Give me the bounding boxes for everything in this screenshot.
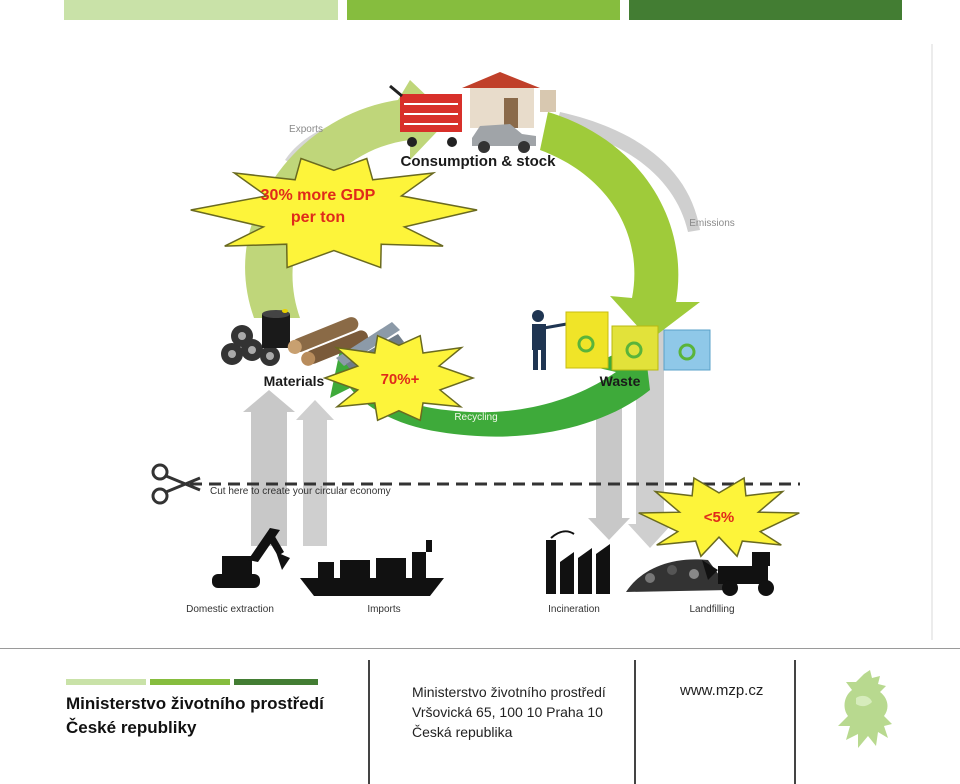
recycling-label: Recycling: [454, 412, 497, 423]
address-line3: Česká republika: [412, 724, 513, 740]
ministry-address: Ministerstvo životního prostředí Vršovic…: [412, 682, 606, 742]
landfill-rate-starburst: [638, 476, 800, 558]
incineration-label: Incineration: [548, 604, 600, 615]
footer-divider-1: [368, 660, 370, 784]
footer-divider-3: [794, 660, 796, 784]
landfill-rate-label: <5%: [704, 509, 734, 526]
footer-bar-light: [66, 679, 146, 685]
materials-label: Materials: [264, 373, 325, 389]
domestic-extraction-flow: [251, 410, 287, 546]
footer-divider-2: [634, 660, 636, 784]
imports-flow: [303, 418, 327, 546]
imports-label: Imports: [367, 604, 400, 615]
house-icon: [462, 72, 556, 128]
exports-label: Exports: [289, 124, 323, 135]
address-line2: Vršovická 65, 100 10 Praha 10: [412, 704, 603, 720]
gdp-burst-line2: per ton: [291, 209, 345, 226]
address-line1: Ministerstvo životního prostředí: [412, 684, 606, 700]
scissors-icon: [151, 463, 201, 505]
shopping-cart-icon: [389, 84, 462, 147]
upper-left-arc: [245, 80, 450, 318]
cut-line-label: Cut here to create your circular economy: [210, 486, 391, 497]
header-bar-light: [64, 0, 338, 20]
czech-lion-emblem-icon: [838, 670, 892, 748]
gdp-starburst: [190, 157, 478, 269]
gdp-burst-line1: 30% more GDP: [261, 187, 376, 204]
incineration-flow: [596, 400, 622, 520]
footer-bar-dark: [234, 679, 318, 685]
header-bar-mid: [347, 0, 620, 20]
landfill-icon: [626, 552, 774, 596]
car-icon: [472, 124, 536, 153]
recycling-rate-starburst: [322, 334, 476, 422]
consumption-to-waste-arc: [540, 112, 700, 340]
ministry-name: Ministerstvo životního prostředí České r…: [66, 692, 324, 740]
footer-separator: [0, 648, 960, 649]
landfilling-label: Landfilling: [689, 604, 734, 615]
domestic-extraction-label: Domestic extraction: [186, 604, 274, 615]
incineration-plant-icon: [546, 530, 610, 594]
waste-label: Waste: [600, 373, 641, 389]
ship-icon: [300, 540, 444, 596]
recycling-bins-icon: [565, 311, 711, 371]
circular-economy-diagram: Consumption & stock Exports Emissions 30…: [151, 44, 933, 640]
recycling-rate-label: 70%+: [381, 371, 420, 388]
consumption-stock-label: Consumption & stock: [400, 153, 556, 170]
header-bar-dark: [629, 0, 902, 20]
emissions-label: Emissions: [689, 218, 735, 229]
footer-bar-mid: [150, 679, 230, 685]
ministry-name-line1: Ministerstvo životního prostředí: [66, 694, 324, 713]
ministry-name-line2: České republiky: [66, 718, 197, 737]
website-link[interactable]: www.mzp.cz: [680, 682, 764, 699]
excavator-icon: [212, 528, 290, 588]
